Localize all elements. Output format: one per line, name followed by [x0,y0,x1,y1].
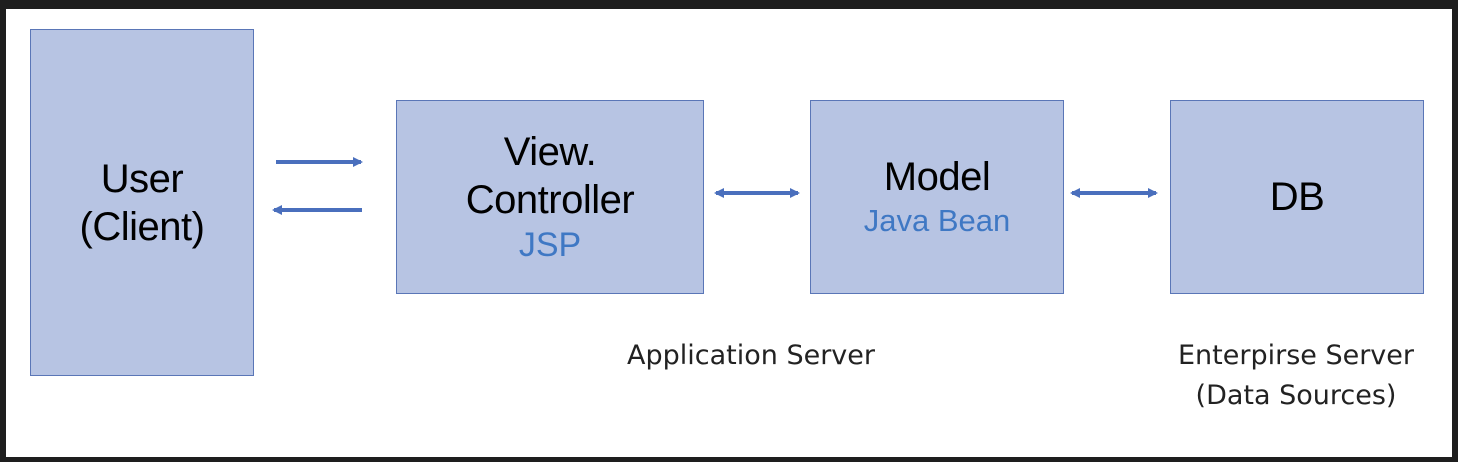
model-box: Model Java Bean [810,100,1064,294]
view-label: View. [503,130,597,174]
db-label: DB [1269,175,1325,219]
view-controller-box: View. Controller JSP [396,100,704,294]
user-label: User [100,156,184,201]
db-box: DB [1170,100,1424,294]
user-client-box: User (Client) [30,29,254,376]
model-label: Model [883,155,991,199]
java-bean-label: Java Bean [863,203,1011,238]
application-server-caption: Application Server [627,340,875,371]
enterprise-server-label: Enterpirse Server [1177,340,1414,371]
controller-label: Controller [465,178,635,222]
jsp-label: JSP [518,226,582,264]
enterprise-server-caption: Enterpirse Server (Data Sources) [1146,336,1446,416]
data-sources-label: (Data Sources) [1195,380,1397,411]
client-label: (Client) [79,204,205,249]
connector-layer [272,157,1158,215]
diagram-canvas: User (Client) View. Controller JSP Model… [6,9,1452,457]
